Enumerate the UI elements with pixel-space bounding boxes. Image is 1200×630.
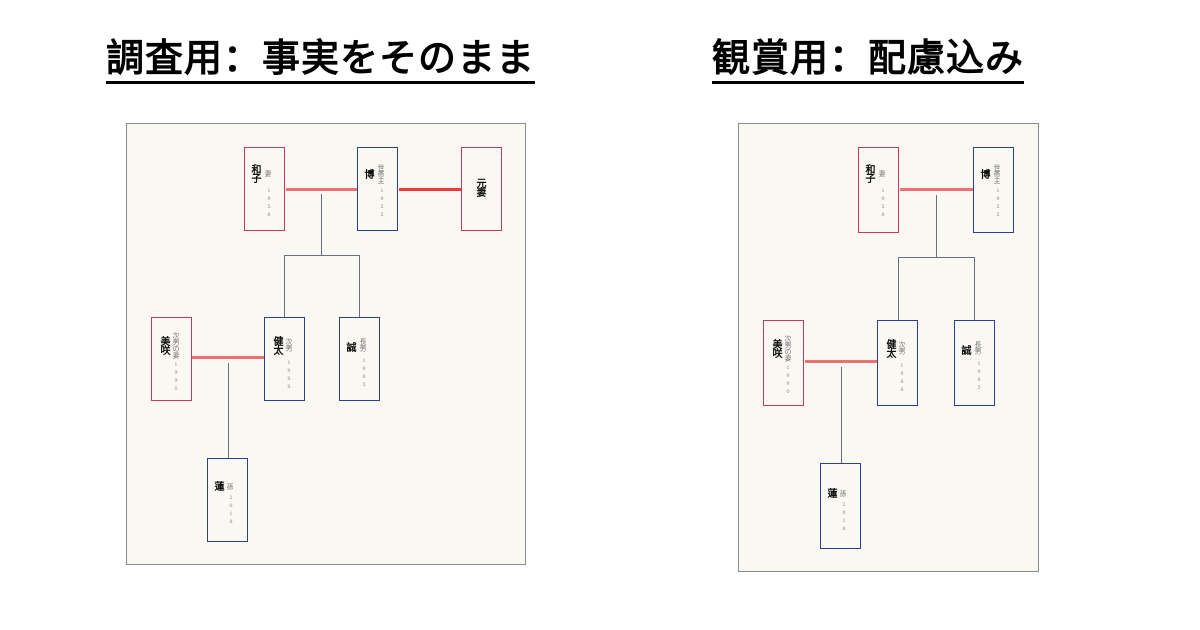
person-role: 世帯主	[377, 164, 385, 184]
person-role: 妻	[878, 170, 886, 177]
descent-line-ren	[228, 363, 229, 459]
marriage-line-misaki-kenta	[192, 356, 264, 359]
person-card-former-wife[interactable]: 元妻	[461, 147, 502, 231]
person-name: 博	[978, 169, 989, 178]
person-card-kazuko[interactable]: 和子 妻 1958	[858, 147, 899, 233]
person-card-hiroshi[interactable]: 博 世帯主 1955	[973, 147, 1014, 233]
person-birth-year: 1985	[361, 358, 367, 390]
person-birth-year: 1988	[899, 363, 905, 395]
person-card-kenta[interactable]: 健太 次男 1988	[264, 317, 305, 401]
sibling-bracket	[898, 257, 975, 258]
person-birth-year: 2018	[228, 495, 234, 527]
person-name: 元妻	[474, 178, 485, 196]
person-role: 妻	[264, 170, 272, 177]
person-birth-year: 1958	[266, 188, 272, 220]
marriage-line-kazuko-hiroshi	[286, 188, 357, 191]
person-birth-year: 1955	[995, 188, 1001, 220]
person-name: 美咲	[770, 339, 781, 357]
person-role: 孫	[839, 490, 847, 497]
person-card-ren[interactable]: 蓮 孫 2018	[207, 458, 248, 542]
person-name: 博	[362, 169, 373, 178]
person-birth-year: 2018	[841, 502, 847, 534]
descent-line-makoto	[974, 257, 975, 320]
person-birth-year: 1955	[379, 188, 385, 220]
descent-line-makoto	[359, 255, 360, 317]
person-card-makoto[interactable]: 誠 長男 1985	[339, 317, 380, 401]
person-birth-year: 1985	[976, 361, 982, 393]
sibling-bracket	[284, 255, 360, 256]
person-name: 和子	[863, 164, 874, 182]
marriage-line-kazuko-hiroshi	[900, 188, 974, 191]
left-family-tree-panel: 和子 妻 1958 博 世帯主 1955 元妻 美咲 次男の妻 1990 健太 …	[126, 123, 526, 565]
person-name: 誠	[344, 342, 355, 351]
marriage-line-hiroshi-former-wife	[399, 188, 461, 191]
person-role: 次男	[898, 341, 906, 354]
person-role: 世帯主	[993, 164, 1001, 184]
person-name: 和子	[249, 164, 260, 182]
person-role: 次男の妻	[784, 335, 792, 361]
descent-line-kenta	[898, 257, 899, 320]
left-title: 調査用：事実をそのまま	[106, 36, 536, 84]
descent-line-ren	[841, 367, 842, 463]
person-birth-year: 1990	[785, 365, 791, 397]
person-card-hiroshi[interactable]: 博 世帯主 1955	[357, 147, 398, 231]
person-name: 美咲	[158, 336, 169, 354]
marriage-line-misaki-kenta	[805, 360, 878, 363]
person-birth-year: 1990	[173, 362, 179, 394]
person-role: 次男	[285, 338, 293, 351]
person-name: 健太	[271, 336, 282, 354]
person-role: 長男	[974, 341, 982, 354]
person-birth-year: 1988	[286, 360, 292, 392]
person-name: 誠	[959, 345, 970, 354]
descent-line-kenta	[284, 255, 285, 317]
person-role: 孫	[226, 483, 234, 490]
person-name: 健太	[884, 339, 895, 357]
person-card-makoto[interactable]: 誠 長男 1985	[954, 320, 995, 406]
descent-line-parents	[936, 195, 937, 257]
right-family-tree-panel: 和子 妻 1958 博 世帯主 1955 美咲 次男の妻 1990 健太 次男 …	[738, 123, 1039, 572]
right-title: 観賞用：配慮込み	[712, 36, 1025, 84]
person-birth-year: 1958	[880, 188, 886, 220]
person-card-kenta[interactable]: 健太 次男 1988	[877, 320, 918, 406]
person-role: 次男の妻	[172, 332, 180, 358]
person-name: 蓮	[212, 481, 223, 490]
person-card-misaki[interactable]: 美咲 次男の妻 1990	[151, 317, 192, 401]
person-name: 蓮	[825, 488, 836, 497]
person-card-ren[interactable]: 蓮 孫 2018	[820, 463, 861, 549]
person-card-kazuko[interactable]: 和子 妻 1958	[244, 147, 285, 231]
person-role: 長男	[359, 338, 367, 351]
descent-line-parents	[321, 194, 322, 255]
person-card-misaki[interactable]: 美咲 次男の妻 1990	[763, 320, 804, 406]
